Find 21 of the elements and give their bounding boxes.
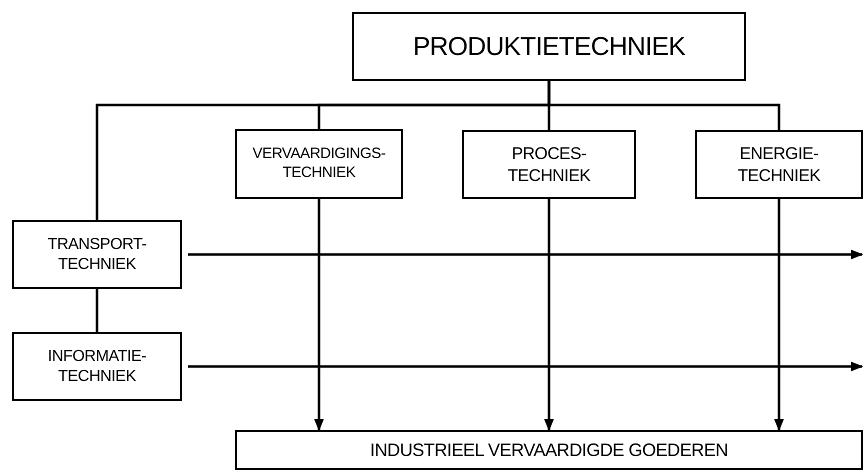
process-box	[235, 129, 403, 199]
process-box	[235, 430, 863, 470]
box-label: ENERGIE- TECHNIEK	[736, 143, 822, 186]
arrow	[314, 199, 324, 432]
process-box	[12, 220, 182, 289]
box-label: INDUSTRIEEL VERVAARDIGDE GOEDEREN	[370, 438, 728, 462]
box-label: PRODUKTIETECHNIEK	[412, 30, 686, 63]
process-box	[695, 130, 863, 199]
box-label: INFORMATIE- TECHNIEK	[46, 346, 148, 386]
connector-line	[548, 81, 780, 130]
box-label: VERVAARDIGINGS- TECHNIEK	[251, 145, 386, 183]
arrow	[544, 199, 554, 432]
arrow	[188, 362, 864, 372]
connector-line	[96, 289, 98, 332]
process-box	[462, 130, 636, 199]
process-box	[12, 332, 182, 401]
box-label: PROCES- TECHNIEK	[506, 143, 592, 186]
arrow	[774, 199, 784, 432]
box-label: TRANSPORT- TECHNIEK	[46, 234, 148, 274]
arrow	[188, 250, 864, 260]
process-box	[352, 12, 746, 81]
